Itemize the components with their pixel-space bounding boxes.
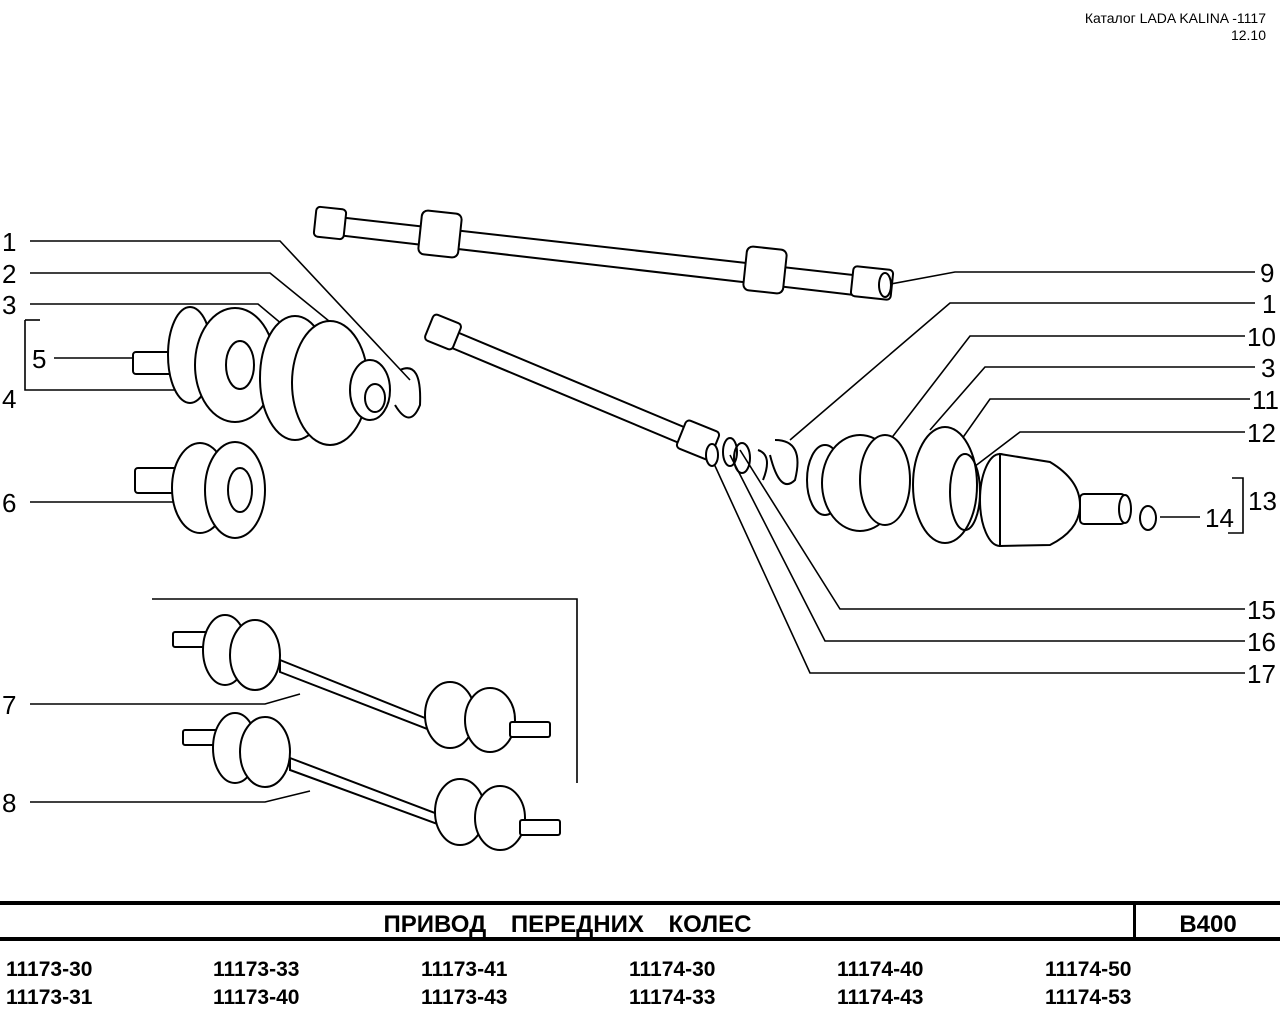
leader-line-1r <box>789 302 1255 441</box>
leader-line-11 <box>939 398 1250 471</box>
callout-1-right: 1 <box>1262 289 1277 319</box>
callout-7: 7 <box>2 690 17 720</box>
callout-5: 5 <box>32 344 47 374</box>
callout-14: 14 <box>1205 503 1234 533</box>
leader-line-15 <box>739 449 1245 610</box>
model-item: 11173-31 <box>6 986 93 1009</box>
callout-9: 9 <box>1260 258 1275 288</box>
title-bar: ПРИВОД ПЕРЕДНИХ КОЛЕС B400 <box>0 901 1280 941</box>
model-item: 11173-30 <box>6 958 93 981</box>
leader-line-12 <box>969 431 1245 471</box>
boot-left <box>259 315 391 446</box>
catalog-title: Каталог LADA KALINA -1117 <box>1084 10 1266 26</box>
leader-line-17 <box>709 454 1245 674</box>
leader-line-4 <box>24 320 230 391</box>
callout-3: 3 <box>2 290 17 320</box>
shaft-middle <box>424 313 721 467</box>
title-divider <box>1133 905 1136 937</box>
model-item: 11174-33 <box>629 986 716 1009</box>
leader-line-2 <box>30 272 341 331</box>
cv-joint-abs-6 <box>134 441 266 539</box>
callout-13: 13 <box>1248 486 1277 516</box>
leader-line-7 <box>30 693 301 705</box>
leader-line-16 <box>729 454 1245 642</box>
clamp-1 <box>394 367 422 419</box>
callout-2: 2 <box>2 259 17 289</box>
catalog-header: Каталог LADA KALINA -1117 12.10 <box>1085 10 1266 44</box>
model-item: 11173-33 <box>213 958 300 981</box>
section-code: B400 <box>1179 911 1237 938</box>
page-title: ПРИВОД ПЕРЕДНИХ КОЛЕС <box>383 911 752 938</box>
callout-11: 11 <box>1252 385 1279 415</box>
model-item: 11174-50 <box>1045 958 1132 981</box>
exploded-diagram <box>24 205 1255 851</box>
boot-right <box>806 434 911 532</box>
leader-line-3r <box>929 366 1255 431</box>
callout-3-right: 3 <box>1261 353 1276 383</box>
callout-16: 16 <box>1247 627 1276 657</box>
model-item: 11173-41 <box>421 958 508 981</box>
leader-line-9 <box>884 271 1255 286</box>
model-item: 11173-40 <box>213 986 300 1009</box>
callout-8: 8 <box>2 788 17 818</box>
model-item: 11174-40 <box>837 958 924 981</box>
callout-6: 6 <box>2 488 17 518</box>
rings-15-17 <box>722 437 768 481</box>
callout-12: 12 <box>1247 418 1276 448</box>
model-item: 11174-53 <box>1045 986 1132 1009</box>
callout-10: 10 <box>1247 322 1276 352</box>
leader-line-8 <box>30 790 311 803</box>
model-item: 11174-43 <box>837 986 924 1009</box>
callout-15: 15 <box>1247 595 1276 625</box>
drive-assembly-8 <box>182 712 561 851</box>
clamp-1-right <box>769 439 799 486</box>
leader-line-1 <box>30 240 411 381</box>
callout-4: 4 <box>2 384 17 414</box>
leader-line-10 <box>889 335 1245 441</box>
callout-17: 17 <box>1247 659 1276 689</box>
catalog-date: 12.10 <box>1230 27 1266 43</box>
cv-joint-outer-13 <box>979 452 1132 548</box>
assembly-frame <box>152 598 578 783</box>
callout-1: 1 <box>2 227 17 257</box>
clamp-3-right <box>912 426 978 544</box>
drive-assembly-7 <box>172 614 551 753</box>
model-item: 11173-43 <box>421 986 508 1009</box>
cv-joint-inner-left <box>132 306 276 423</box>
model-item: 11174-30 <box>629 958 716 981</box>
leader-line-13 <box>1228 477 1244 534</box>
shaft-9 <box>312 205 895 301</box>
ring-14 <box>1139 505 1157 531</box>
